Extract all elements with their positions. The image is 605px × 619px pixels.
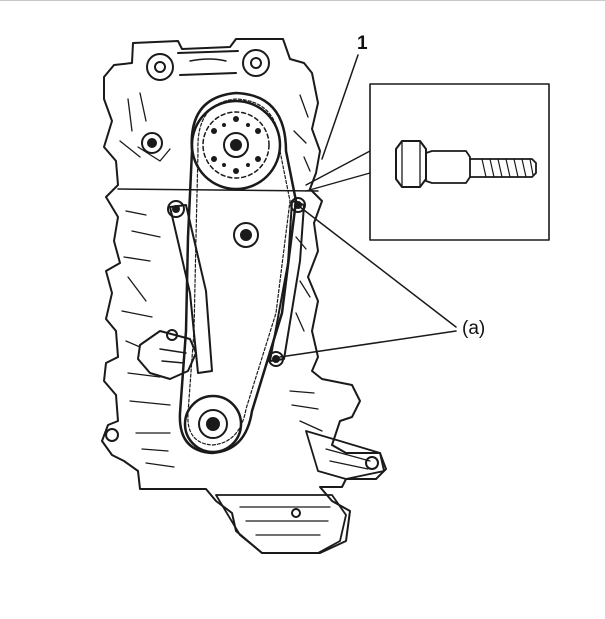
leader-line-a-lower <box>279 330 457 358</box>
leader-line-to-box-lower <box>305 172 371 192</box>
engine-mount-bracket <box>305 430 385 480</box>
leader-line-a-upper <box>299 206 457 328</box>
bolt-flange <box>425 150 471 184</box>
idler-boss-inner <box>240 229 252 241</box>
side-boss-right <box>365 456 379 470</box>
guide-pivot-left-inner <box>172 205 180 213</box>
guide-pivot-left <box>167 200 185 218</box>
crank-sprocket-outer <box>183 394 243 454</box>
guide-bolt-lower <box>268 351 284 367</box>
bolt-thread <box>481 158 534 178</box>
mount-ribs <box>325 448 371 470</box>
bolt-shank <box>469 158 537 178</box>
top-right-boss <box>242 49 270 77</box>
cam-sprocket-center <box>230 139 242 151</box>
engine-block-outline <box>101 38 387 554</box>
block-detail-lines <box>119 92 323 468</box>
tensioner-plunger <box>159 348 187 364</box>
side-boss-upper-inner <box>147 138 157 148</box>
crank-sprocket-center <box>206 417 220 431</box>
side-boss-upper <box>141 132 163 154</box>
leader-line-part-1 <box>321 54 359 160</box>
top-rib <box>189 58 227 62</box>
chain-guide-left <box>169 204 213 374</box>
cam-sprocket-holes <box>211 116 261 174</box>
timing-chain-outer <box>178 91 298 455</box>
top-right-boss-inner <box>250 57 262 69</box>
oil-drain-plug <box>291 508 301 518</box>
bolt-head <box>395 140 427 188</box>
side-boss-left <box>105 428 119 442</box>
leader-line-to-box-upper <box>305 150 371 186</box>
cam-sprocket-hub <box>223 132 249 158</box>
oil-pan-ribs <box>239 506 331 536</box>
bolt-callout-label: (a) <box>462 318 486 339</box>
bolt-detail-illustration <box>395 140 537 188</box>
cam-sprocket-ring <box>202 111 270 179</box>
top-bracket <box>177 50 239 76</box>
idler-boss <box>233 222 259 248</box>
top-left-boss <box>146 53 174 81</box>
bolt-detail-box <box>369 83 550 241</box>
guide-bolt-upper <box>290 197 306 213</box>
timing-chain-inner <box>187 98 291 446</box>
tensioner-body <box>137 330 197 380</box>
top-left-boss-inner <box>154 61 166 73</box>
guide-bolt-lower-inner <box>272 355 280 363</box>
oil-pan <box>215 494 347 554</box>
part-number-label: 1 <box>357 33 368 54</box>
head-deck-line <box>117 188 319 192</box>
crank-sprocket-hub <box>198 409 228 439</box>
bolt-head-facets <box>401 140 421 188</box>
tensioner-bolt <box>166 329 178 341</box>
